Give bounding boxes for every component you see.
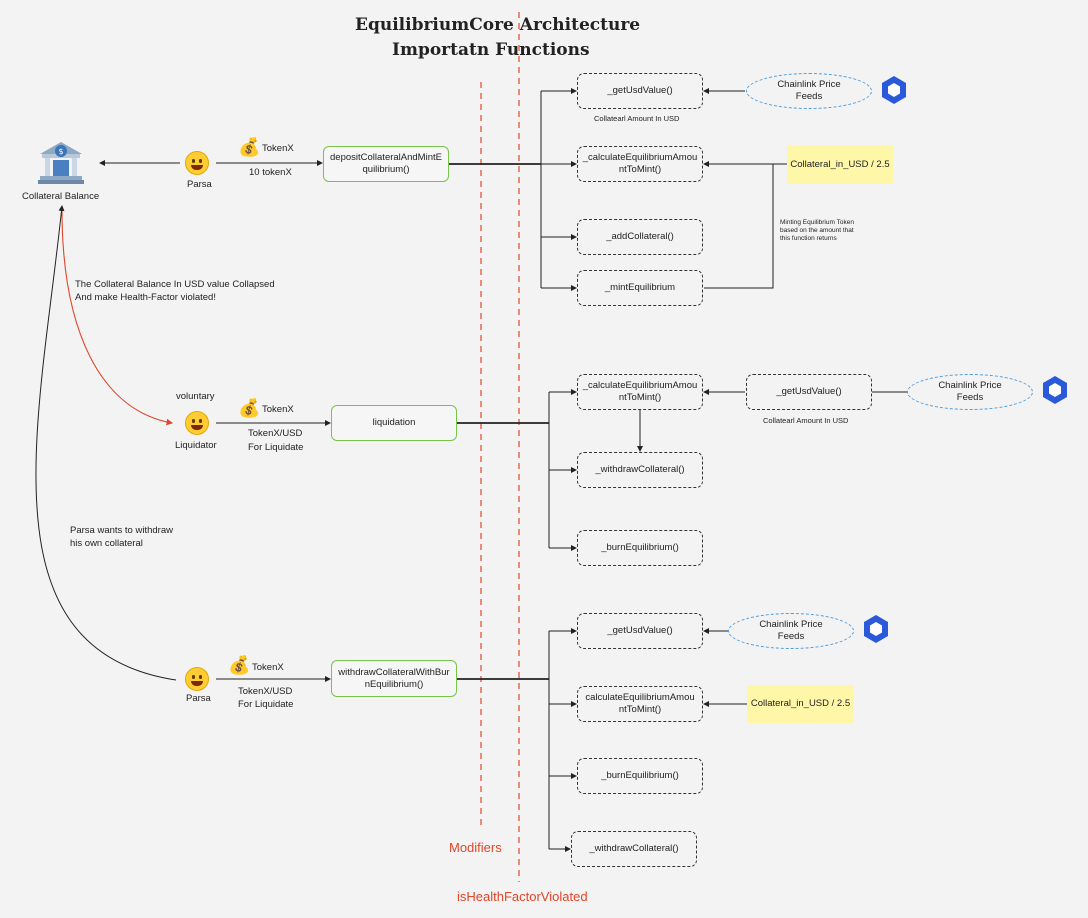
flow1-calc-line2: ntToMint(): [618, 164, 662, 175]
modifier-name-label: isHealthFactorViolated: [457, 889, 588, 904]
flow3-burn-label: _burnEquilibrium(): [601, 770, 679, 781]
flow3-oracle-line2: Feeds: [777, 631, 805, 642]
flow1-mint-note: Minting Equilibrium Token based on the a…: [780, 219, 854, 243]
flow1-mint-equilibrium-node[interactable]: _mintEquilibrium: [577, 270, 703, 306]
flow3-get-usd-value-node[interactable]: _getUsdValue(): [577, 613, 703, 649]
money-bag-icon: 💰: [238, 137, 261, 157]
chainlink-hex-icon: [864, 615, 888, 643]
flow3-calc-line1: calculateEquilibriumAmou: [585, 692, 695, 703]
deposit-node-line2: quilibrium(): [362, 164, 410, 175]
flow2-voluntary-label: voluntary: [176, 391, 215, 402]
flow1-oracle-line1: Chainlink Price: [777, 79, 841, 90]
flow3-token-label: TokenX: [252, 662, 284, 673]
flow2-get-usd-caption: Collatearl Amount In USD: [763, 416, 849, 425]
deposit-node-line1: depositCollateralAndMintE: [330, 152, 442, 163]
collapse-note-line1: The Collateral Balance In USD value Coll…: [75, 279, 275, 290]
flow1-calc-line1: _calculateEquilibriumAmou: [582, 152, 698, 163]
flow2-calc-line1: _calculateEquilibriumAmou: [582, 380, 698, 391]
flow1-get-usd-label: _getUsdValue(): [607, 85, 673, 96]
flow1-add-collateral-node[interactable]: _addCollateral(): [577, 219, 703, 255]
flow1-add-label: _addCollateral(): [606, 231, 674, 242]
flow2-calc-line2: ntToMint(): [618, 392, 662, 403]
flow2-actor-label: Liquidator: [175, 440, 217, 451]
flow2-token-label: TokenX: [262, 404, 294, 415]
withdraw-note-line1: Parsa wants to withdraw: [70, 525, 173, 536]
flow3-calc-line2: ntToMint(): [618, 704, 662, 715]
mint-note-line2: based on the amount that: [780, 227, 854, 234]
flow1-oracle-line2: Feeds: [795, 91, 823, 102]
flow1-calc-formula-note: Collateral_in_USD / 2.5: [787, 145, 893, 184]
flow1-token-label: TokenX: [262, 143, 294, 154]
modifiers-label: Modifiers: [449, 840, 502, 855]
diagram-title-line1: EquilibriumCore Architecture: [355, 15, 641, 35]
flow2-withdraw-collateral-node[interactable]: _withdrawCollateral(): [577, 452, 703, 488]
flow2-burn-label: _burnEquilibrium(): [601, 542, 679, 553]
bank-icon: $: [38, 142, 84, 184]
smiley-icon: [185, 667, 209, 691]
flow3-get-usd-label: _getUsdValue(): [607, 625, 673, 636]
flow3-withdraw-collateral-node[interactable]: _withdrawCollateral(): [571, 831, 697, 867]
flow3-amount-line1: TokenX/USD: [238, 686, 293, 697]
flow2-oracle-line1: Chainlink Price: [938, 380, 1002, 391]
flow3-calc-formula-text: Collateral_in_USD / 2.5: [750, 698, 851, 709]
flow1-mint-label: _mintEquilibrium: [604, 282, 676, 293]
money-bag-icon: 💰: [228, 655, 251, 675]
flow3-amount-line2: For Liquidate: [238, 699, 294, 710]
flow1-amount-label: 10 tokenX: [249, 167, 292, 178]
flow2-get-usd-value-node[interactable]: _getUsdValue(): [746, 374, 872, 410]
mint-note-line1: Minting Equilibrium Token: [780, 219, 854, 226]
withdraw-node-line2: nEquilibrium(): [364, 678, 424, 690]
smiley-icon: [185, 411, 209, 435]
flow2-oracle-line2: Feeds: [956, 392, 984, 403]
flow1-get-usd-caption: Collatearl Amount In USD: [594, 114, 680, 123]
flow2-amount-line2: For Liquidate: [248, 442, 304, 453]
collapse-note-line2: And make Health-Factor violated!: [75, 292, 216, 303]
withdraw-note-line2: his own collateral: [70, 538, 143, 549]
mint-note-line3: this function returns: [780, 235, 837, 242]
flow2-withdraw-label: _withdrawCollateral(): [595, 464, 685, 475]
withdraw-node-line1: withdrawCollateralWithBur: [338, 666, 450, 678]
chainlink-hex-icon: [1043, 376, 1067, 404]
flow3-oracle-line1: Chainlink Price: [759, 619, 823, 630]
flow1-actor-label: Parsa: [187, 179, 212, 190]
flow2-burn-equilibrium-node[interactable]: _burnEquilibrium(): [577, 530, 703, 566]
chainlink-hex-icon: [882, 76, 906, 104]
collateral-balance-label: Collateral Balance: [22, 191, 100, 202]
flow3-withdraw-label: _withdrawCollateral(): [589, 843, 679, 854]
smiley-icon: [185, 151, 209, 175]
svg-text:$: $: [58, 147, 63, 156]
liquidation-label: liquidation: [372, 417, 416, 428]
diagram-title-line2: Importatn Functions: [392, 40, 590, 60]
flow3-calc-formula-note: Collateral_in_USD / 2.5: [747, 685, 854, 723]
flow3-burn-equilibrium-node[interactable]: _burnEquilibrium(): [577, 758, 703, 794]
money-bag-icon: 💰: [238, 398, 261, 418]
flow1-get-usd-value-node[interactable]: _getUsdValue(): [577, 73, 703, 109]
flow2-get-usd-label: _getUsdValue(): [776, 386, 842, 397]
flow1-calc-formula-text: Collateral_in_USD / 2.5: [790, 158, 890, 170]
liquidation-node[interactable]: liquidation: [331, 405, 457, 441]
flow3-actor-label: Parsa: [186, 693, 211, 704]
flow2-amount-line1: TokenX/USD: [248, 428, 303, 439]
